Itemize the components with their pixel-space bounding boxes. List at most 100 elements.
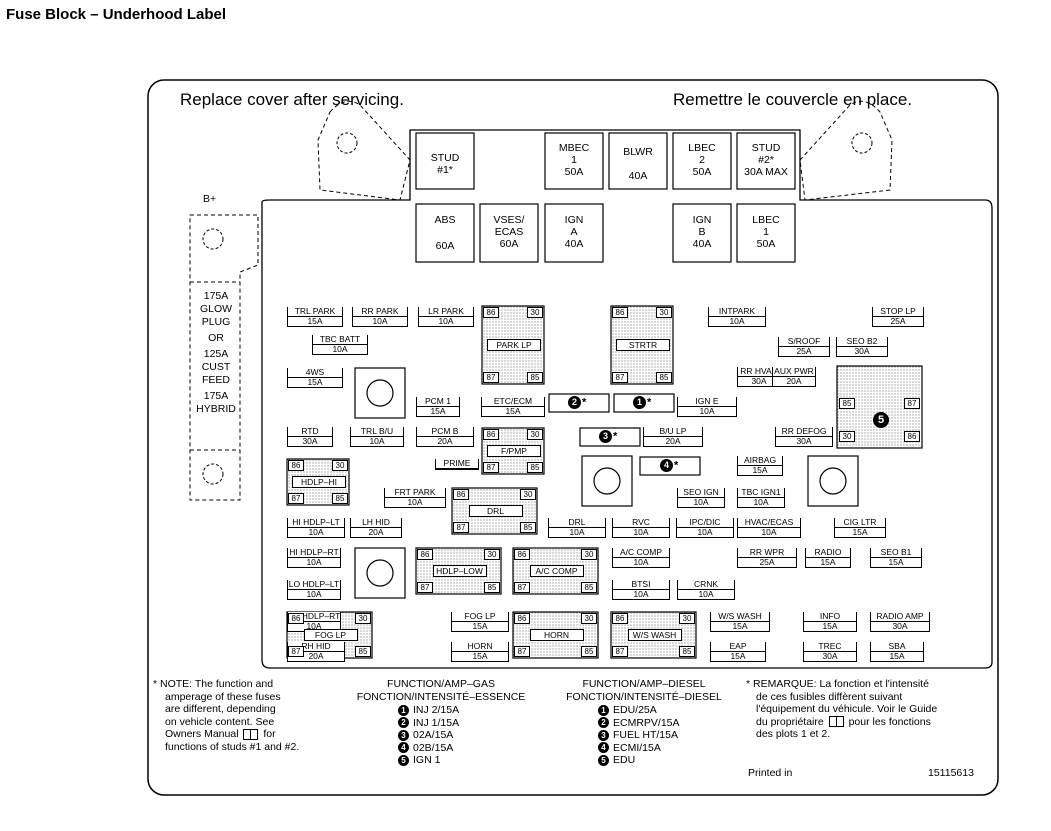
- header-left: Replace cover after servicing.: [180, 90, 404, 109]
- relay-pin: 30: [527, 429, 543, 440]
- relay-pin: 87: [514, 646, 530, 657]
- footer-gas: FUNCTION/AMP–GAS FONCTION/INTENSITÉ–ESSE…: [356, 678, 526, 703]
- footer-note-fr: * REMARQUE: La fonction et l'intensité d…: [746, 678, 938, 740]
- relay-label-hdlp-hi: HDLP–HI: [292, 476, 346, 488]
- relay5-pin: 30: [839, 431, 855, 442]
- balloon-3: 3*: [599, 430, 617, 443]
- relay-pin: 87: [288, 646, 304, 657]
- relay-pin: 86: [453, 489, 469, 500]
- relay-pin: 85: [520, 522, 536, 533]
- footer-note-en: * NOTE: The function and amperage of the…: [153, 678, 300, 753]
- label-border: [147, 79, 999, 796]
- relay5-pin: 85: [839, 398, 855, 409]
- mount-hole-2: [593, 467, 621, 495]
- relay-label-strtr: STRTR: [616, 339, 670, 351]
- relay-pin: 86: [288, 613, 304, 624]
- relay-pin: 87: [417, 582, 433, 593]
- maxi-fuse-stud2: [736, 132, 796, 190]
- panel-outline: [261, 129, 993, 669]
- mount-hole-1: [366, 379, 394, 407]
- relay-pin: 87: [288, 493, 304, 504]
- relay-pin: 87: [612, 372, 628, 383]
- bplus-region: [189, 214, 259, 501]
- relay-pin: 30: [581, 549, 597, 560]
- relay-pin: 85: [484, 582, 500, 593]
- footer-diesel: FUNCTION/AMP–DIESEL FONCTION/INTENSITÉ–D…: [566, 678, 722, 703]
- relay-pin: 87: [514, 582, 530, 593]
- header-right: Remettre le couvercle en place.: [673, 90, 913, 109]
- left-ear-bolt: [336, 132, 358, 154]
- relay5-pin: 87: [904, 398, 920, 409]
- bplus-label: B+: [203, 193, 217, 205]
- relay-pin: 86: [612, 613, 628, 624]
- maxi-fuse-mbec1: [544, 132, 604, 190]
- relay-pin: 87: [483, 372, 499, 383]
- right-ear: [799, 100, 893, 201]
- maxi-fuse-ignb: [672, 203, 732, 263]
- maxi-fuse-igna: [544, 203, 604, 263]
- relay-pin: 30: [520, 489, 536, 500]
- manual-book-icon: [243, 728, 259, 740]
- relay-label-f-pmp: F/PMP: [487, 445, 541, 457]
- fuse-prime: PRIME: [435, 459, 479, 470]
- relay-pin: 86: [612, 307, 628, 318]
- relay-pin: 30: [581, 613, 597, 624]
- relay-label-a-c-comp: A/C COMP: [529, 565, 584, 577]
- relay-pin: 30: [355, 613, 371, 624]
- relay-pin: 87: [453, 522, 469, 533]
- relay-pin: 30: [527, 307, 543, 318]
- relay-pin: 87: [612, 646, 628, 657]
- relay-label-hdlp-low: HDLP–LOW: [432, 565, 487, 577]
- right-ear-bolt: [851, 132, 873, 154]
- relay-pin: 86: [514, 613, 530, 624]
- relay-pin: 85: [679, 646, 695, 657]
- left-ear: [317, 100, 411, 201]
- maxi-fuse-abs: [415, 203, 475, 263]
- relay-pin: 30: [332, 460, 348, 471]
- balloon-4: 4*: [660, 459, 678, 472]
- relay-pin: 30: [484, 549, 500, 560]
- relay-pin: 85: [527, 462, 543, 473]
- printed-in: Printed in: [748, 767, 793, 779]
- part-number: 15115613: [928, 767, 974, 779]
- bplus-stud-lower: [202, 463, 224, 485]
